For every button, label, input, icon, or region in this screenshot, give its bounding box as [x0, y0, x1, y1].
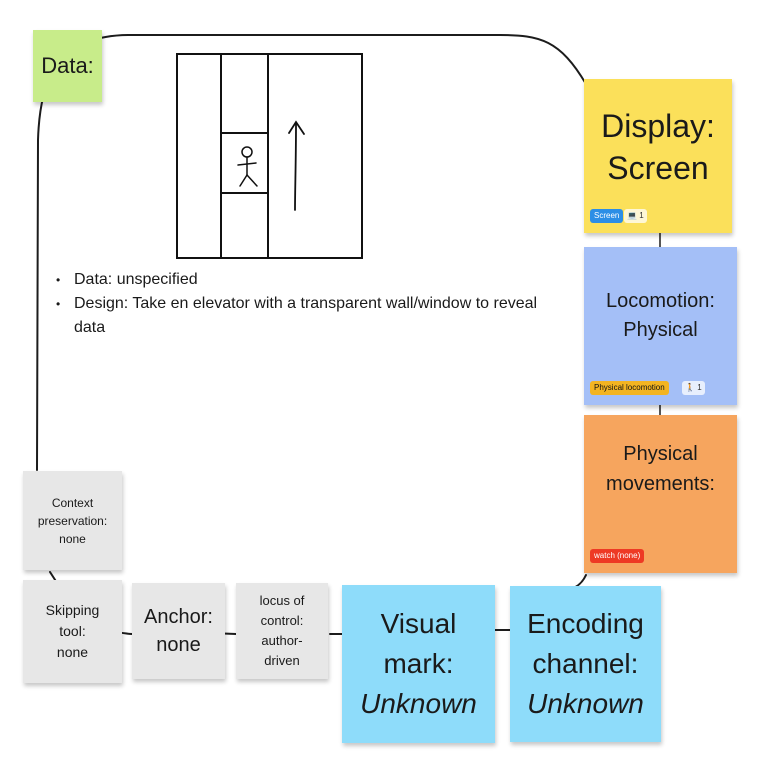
physical-movements-note: Physical movements: watch (none): [584, 415, 737, 573]
visual-mark-label: Visual mark:: [380, 608, 457, 679]
anchor-note: Anchor: none: [132, 583, 225, 679]
visual-mark-note: Visual mark: Unknown: [342, 585, 495, 743]
visual-mark-value: Unknown: [360, 688, 477, 719]
display-note-label: Display: Screen: [601, 108, 715, 186]
elevator-shaft-outline: [176, 53, 363, 259]
bullet-data: Data: unspecified: [56, 268, 566, 292]
context-preservation-label: Context preservation: none: [37, 495, 108, 546]
screen-count: 1: [639, 211, 644, 220]
screen-tag[interactable]: Screen: [590, 209, 624, 223]
stick-figure-icon: [237, 146, 258, 187]
locus-of-control-label: locus of control: author- driven: [259, 593, 305, 668]
display-note: Display: Screen Screen 💻 1: [584, 79, 732, 233]
locomotion-count: 1: [697, 383, 702, 392]
skipping-tool-label: Skipping tool: none: [45, 602, 100, 660]
physical-movements-label: Physical movements:: [606, 443, 715, 495]
skipping-tool-note: Skipping tool: none: [23, 580, 122, 683]
data-note-label: Data:: [41, 53, 94, 78]
context-preservation-note: Context preservation: none: [23, 471, 122, 570]
locomotion-note: Locomotion: Physical Physical locomotion…: [584, 247, 737, 405]
encoding-channel-label: Encoding channel:: [527, 608, 644, 679]
description-list: Data: unspecified Design: Take en elevat…: [56, 268, 566, 340]
walking-person-icon: 🚶: [685, 383, 695, 392]
laptop-icon: 💻: [627, 211, 637, 220]
anchor-label: Anchor: none: [144, 606, 213, 656]
data-note: Data:: [33, 30, 102, 102]
locus-of-control-note: locus of control: author- driven: [236, 583, 328, 679]
encoding-channel-value: Unknown: [527, 688, 644, 719]
bullet-design: Design: Take en elevator with a transpar…: [56, 292, 566, 340]
up-arrow-icon: [288, 120, 305, 211]
screen-count-chip: 💻 1: [624, 209, 647, 223]
physical-locomotion-tag[interactable]: Physical locomotion: [590, 381, 669, 395]
encoding-channel-note: Encoding channel: Unknown: [510, 586, 661, 742]
watch-tag[interactable]: watch (none): [590, 549, 645, 563]
locomotion-note-label: Locomotion: Physical: [606, 290, 715, 341]
elevator-sketch: [176, 53, 363, 259]
locomotion-count-chip: 🚶 1: [682, 381, 705, 395]
